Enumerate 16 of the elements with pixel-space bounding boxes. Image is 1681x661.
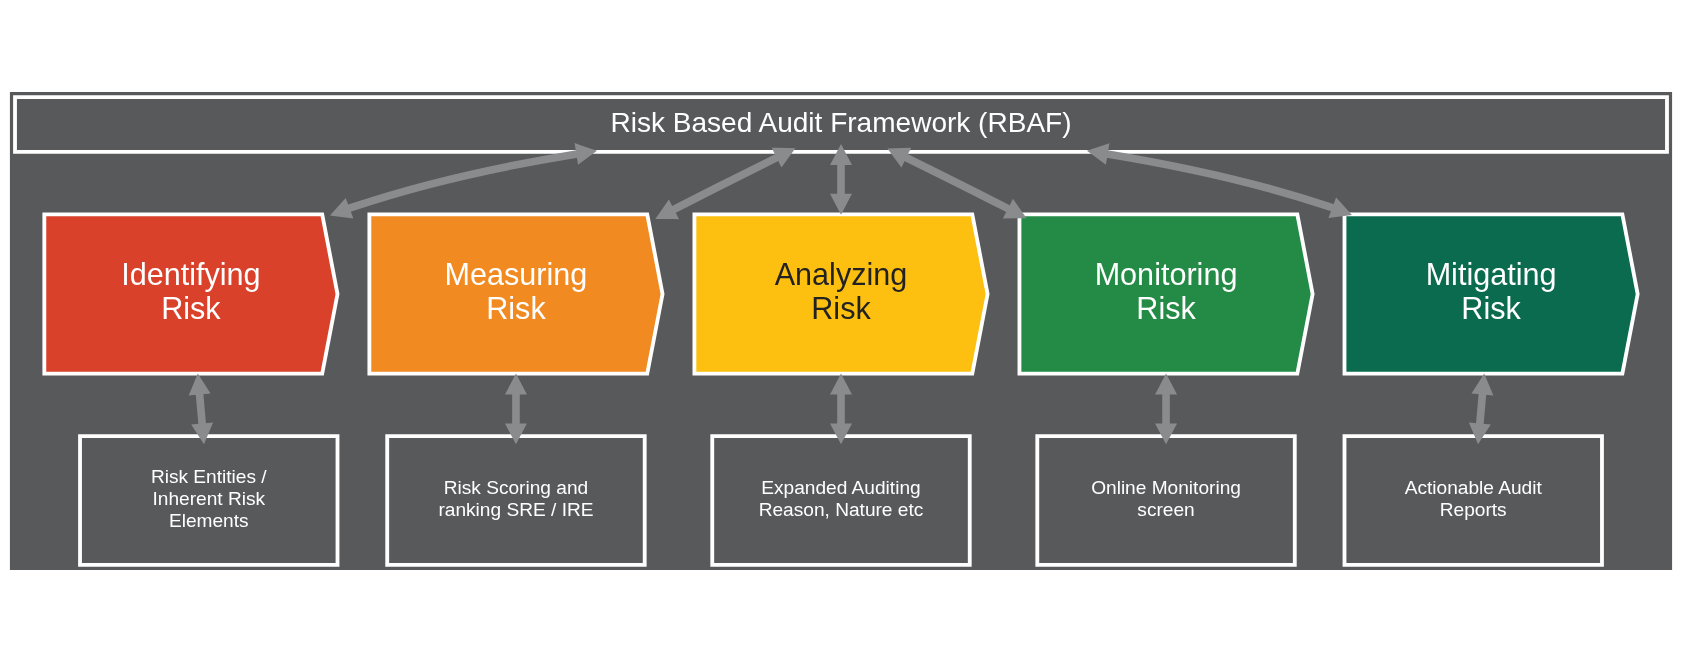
arrow: [188, 373, 213, 444]
arrow: [504, 373, 527, 444]
node-box: Actionable Audit Reports: [1342, 433, 1604, 567]
arrow: [886, 147, 1027, 218]
arrow: [1468, 373, 1493, 444]
arrow: [654, 147, 795, 219]
arrow: [329, 142, 597, 219]
node-box: Risk Based Audit Framework (RBAF): [12, 94, 1669, 154]
node-box: Risk Entities / Inherent Risk Elements: [77, 433, 339, 567]
arrow: [1154, 373, 1177, 444]
arrow: [829, 373, 852, 444]
node-box: Risk Scoring and ranking SRE / IRE: [384, 433, 647, 567]
arrow: [1086, 142, 1352, 218]
node-box: Expanded Auditing Reason, Nature etc: [709, 433, 972, 567]
arrow: [829, 143, 852, 215]
node-box: Online Monitoring screen: [1034, 433, 1297, 567]
